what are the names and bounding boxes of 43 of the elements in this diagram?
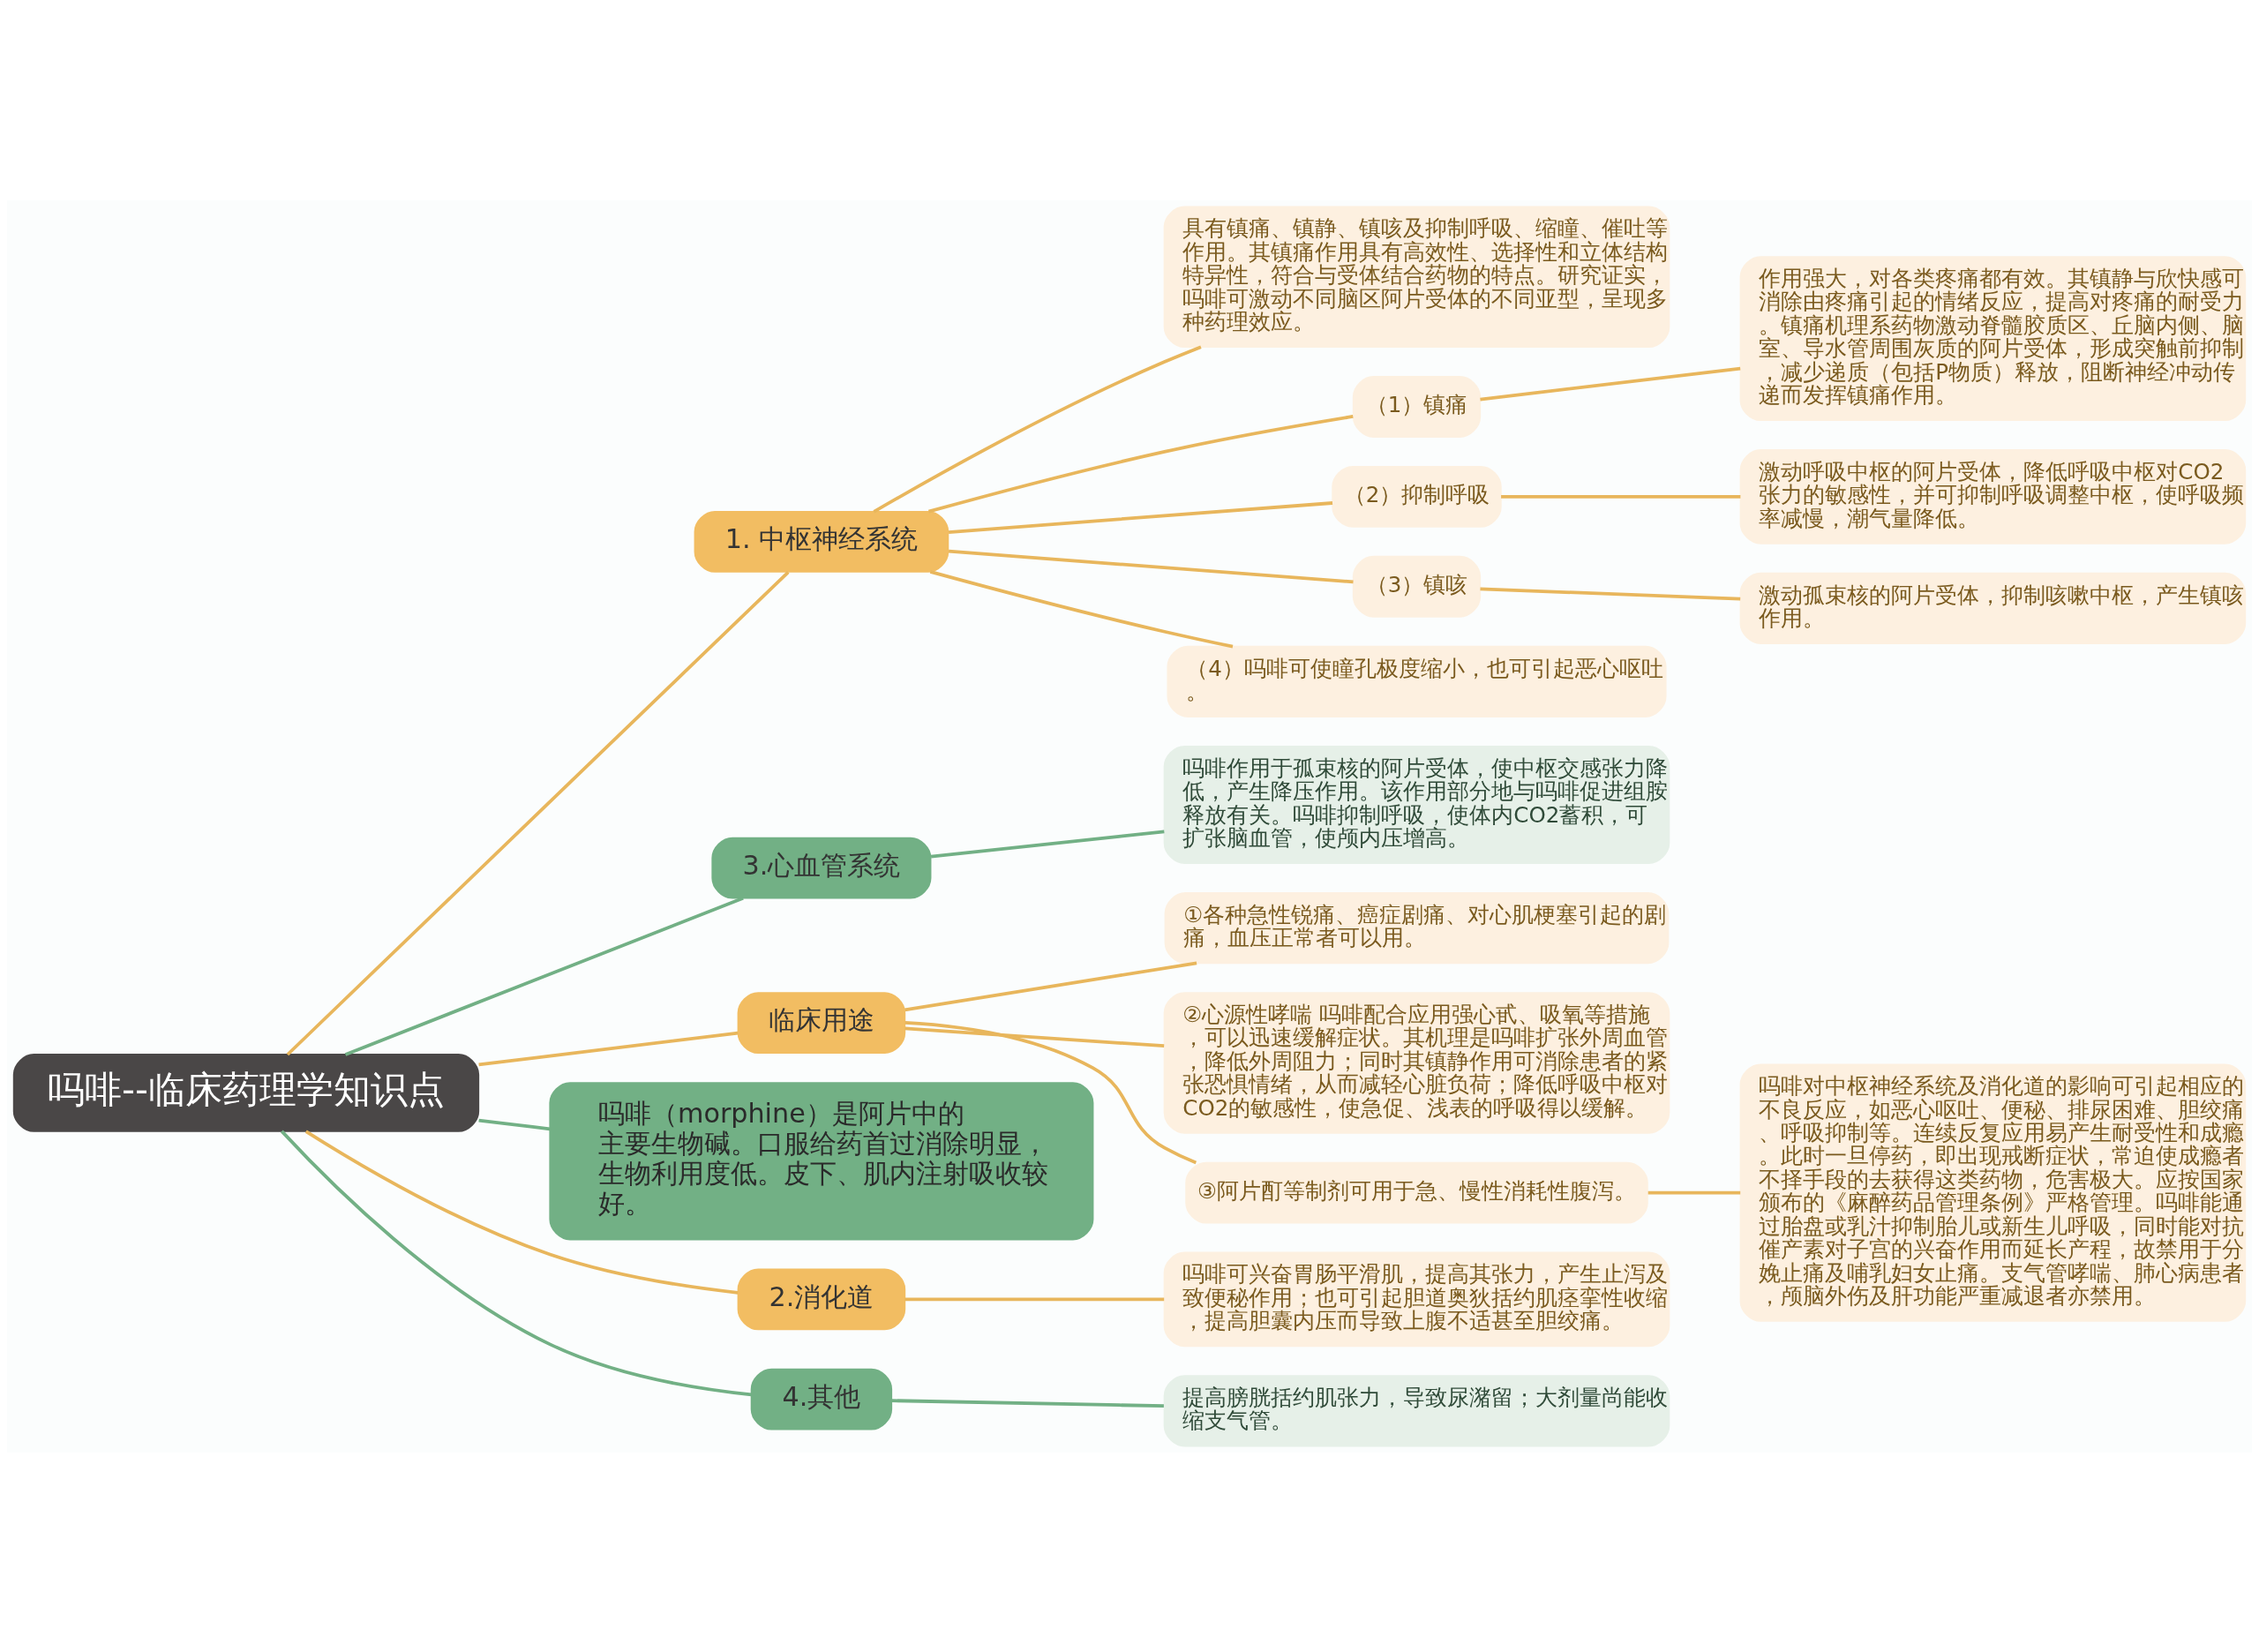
node-box: 吗啡--临床药理学知识点	[12, 1053, 480, 1132]
connector	[904, 1297, 1165, 1301]
node-box: 2.消化道	[737, 1268, 906, 1330]
connector	[873, 344, 1202, 513]
connector	[478, 1031, 739, 1066]
connector	[891, 1398, 1164, 1408]
node-box: 吗啡作用于孤束核的阿片受体，使中枢交感张力降低，产生降压作用。该作用部分地与吗啡促进组胺释放有关。吗啡抑制呼吸，使体内CO2蓄积，可扩张脑血管，使颅内压增高。	[1163, 745, 1670, 864]
node-box: 3.心血管系统	[711, 837, 932, 899]
node-box: （1）镇痛	[1352, 375, 1482, 438]
connector	[344, 896, 744, 1056]
connector	[948, 549, 1354, 583]
connector	[927, 414, 1354, 513]
node-box: （4）吗啡可使瞳孔极度缩小，也可引起恶心呕吐。	[1167, 645, 1667, 717]
connector	[904, 960, 1197, 1011]
node-box: 吗啡（morphine）是阿片中的主要生物碱。口服给药首过消除明显，生物利用度低。皮下、肌内注射吸收较好。	[549, 1081, 1094, 1240]
node-box: 1. 中枢神经系统	[694, 510, 949, 573]
connector	[929, 569, 1234, 648]
connector	[286, 570, 790, 1055]
connector	[930, 829, 1165, 858]
node-box: ①各种急性锐痛、癌症剧痛、对心肌梗塞引起的剧痛，血压正常者可以用。	[1164, 891, 1670, 964]
connector	[280, 1130, 752, 1396]
connector	[1647, 1190, 1741, 1194]
node-box: 吗啡可兴奋胃肠平滑肌，提高其张力，产生止泻及致便秘作用；也可引起胆道奥狄括约肌痉挛性收缩，提高胆囊内压而导致上腹不适甚至胆绞痛。	[1163, 1251, 1670, 1347]
node-box: 提高膀胱括约肌张力，导致尿潴留；大剂量尚能收缩支气管。	[1163, 1374, 1670, 1446]
connector	[904, 1026, 1165, 1048]
connector	[1480, 587, 1741, 600]
node-box: 吗啡对中枢神经系统及消化道的影响可引起相应的不良反应，如恶心呕吐、便秘、排尿困难、胆绞痛、呼吸抑制等。连续反复应用易产生耐受性和成瘾。此时一旦停药，即出现戒断症状，常迫使成瘾者不择手段的去获得这类药物，危害极大。应按国家颁布的《麻醉药品管理条例》严格管理。吗啡能通过胎盘或乳汁抑制胎儿或新生儿呼吸，同时能对抗催产素对子宫的兴奋作用而延长产程，故禁用于分娩止痛及哺乳妇女止痛。支气管哮喘、肺心病患者，颅脑外伤及肝功能严重减退者亦禁用。	[1739, 1063, 2247, 1322]
node-box: 激动呼吸中枢的阿片受体，降低呼吸中枢对CO2张力的敏感性，并可抑制呼吸调整中枢，使呼吸频率减慢，潮气量降低。	[1739, 448, 2247, 544]
node-box: ②心源性哮喘 吗啡配合应用强心甙、吸氧等措施，可以迅速缓解症状。其机理是吗啡扩张外周血管，降低外周阻力；同时其镇静作用可消除患者的紧张恐惧情绪，从而减轻心脏负荷；降低呼吸中枢对CO2的敏感性，使急促、浅表的呼吸得以缓解。	[1163, 991, 1670, 1134]
connector	[478, 1118, 551, 1130]
connector	[1480, 366, 1741, 401]
node-box: 临床用途	[737, 991, 906, 1054]
node-box: 激动孤束核的阿片受体，抑制咳嗽中枢，产生镇咳作用。	[1739, 572, 2247, 644]
connector	[304, 1129, 739, 1295]
connector	[1501, 494, 1741, 499]
node-box: 作用强大，对各类疼痛都有效。其镇静与欣快感可消除由疼痛引起的情绪反应，提高对疼痛的耐受力。镇痛机理系药物激动脊髓胶质区、丘脑内侧、脑室、导水管周围灰质的阿片受体，形成突触前抑制，减少递质（包括P物质）释放，阻断神经冲动传递而发挥镇痛作用。	[1739, 255, 2247, 421]
connector	[948, 500, 1333, 534]
node-box: 4.其他	[750, 1368, 893, 1430]
node-box: （2）抑制呼吸	[1332, 465, 1502, 528]
node-box: （3）镇咳	[1352, 555, 1482, 618]
node-box: ③阿片酊等制剂可用于急、慢性消耗性腹泻。	[1185, 1161, 1648, 1224]
node-box: 具有镇痛、镇静、镇咳及抑制呼吸、缩瞳、催吐等作用。其镇痛作用具有高效性、选择性和立体结构特异性，符合与受体结合药物的特点。研究证实，吗啡可激动不同脑区阿片受体的不同亚型，呈现多种药理效应。	[1163, 206, 1670, 348]
connector	[904, 1020, 1197, 1164]
